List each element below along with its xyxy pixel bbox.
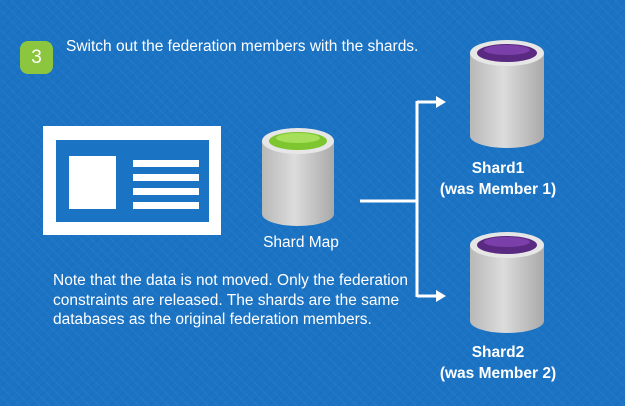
- connector-arrows: [360, 100, 436, 298]
- shard2-name: Shard2: [471, 344, 525, 361]
- application-window-icon: [43, 126, 221, 235]
- shard1-subtitle: (was Member 1): [439, 181, 557, 198]
- shard2-subtitle: (was Member 2): [439, 365, 557, 382]
- shard1-database-icon: [470, 40, 544, 148]
- step-number-badge: 3: [20, 41, 53, 74]
- explanatory-note: Note that the data is not moved. Only th…: [53, 272, 408, 328]
- shard2-database-icon: [470, 232, 544, 333]
- arrowhead-icon: [436, 290, 446, 302]
- shard-map-label: Shard Map: [263, 234, 339, 251]
- step-instruction: Switch out the federation members with t…: [66, 38, 419, 55]
- shard1-name: Shard1: [471, 160, 525, 177]
- arrowhead-icon: [436, 96, 446, 108]
- shard1-label: Shard1 (was Member 1): [418, 158, 578, 200]
- shard-map-database-icon: [262, 128, 334, 226]
- shard2-label: Shard2 (was Member 2): [418, 342, 578, 384]
